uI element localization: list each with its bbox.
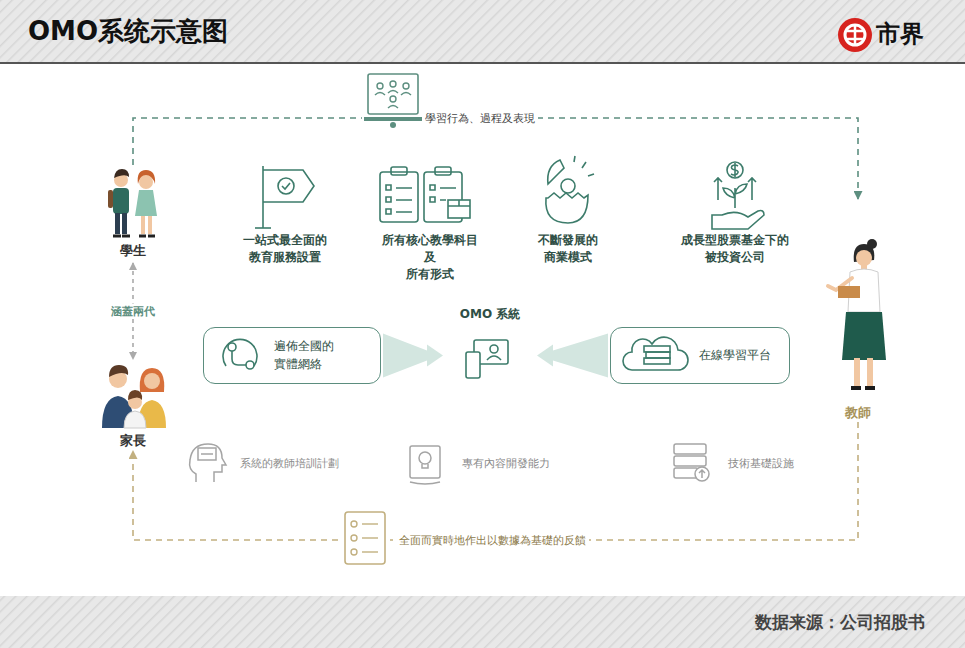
feature-label: 不斷發展的 商業模式 (493, 232, 643, 266)
header-rule (0, 62, 965, 64)
students-figure (108, 169, 157, 236)
feedback-loop (133, 118, 858, 199)
feedback-loop (133, 422, 858, 540)
parent-node: 家長 (100, 362, 166, 450)
omo-system: OMO 系統 (445, 306, 535, 390)
funnel-arrow (537, 334, 608, 378)
platform-box: 在線學習平台 (610, 327, 790, 384)
node-text: OMO 系統 (460, 306, 521, 323)
footer-band (0, 596, 965, 648)
source-caption: 数据来源：公司招股书 (755, 611, 925, 633)
parents-figure (102, 365, 166, 428)
node-text: 教師 (843, 404, 873, 422)
feature-label: 成長型股票基金下的 被投資公司 (650, 232, 820, 266)
text-line: 遍佈全國的 (274, 338, 334, 355)
text-line: 及 (345, 249, 515, 266)
connector-label: 涵蓋兩代 (108, 304, 158, 319)
connector-label: 全面而實時地作出以數據為基礎的反饋 (396, 533, 589, 548)
behaviour-icon (362, 70, 424, 130)
capability-icons (190, 444, 709, 484)
text-line: 不斷發展的 (493, 232, 643, 249)
text-line: 被投資公司 (650, 249, 820, 266)
header-band (0, 0, 965, 62)
capability-label: 技術基礎設施 (728, 455, 794, 472)
logo-text: 市界 (876, 19, 924, 49)
node-text: 遍佈全國的 實體網絡 (274, 338, 334, 373)
text-line: 教育服務設置 (200, 249, 370, 266)
student-node: 學生 (100, 165, 166, 260)
capability-label: 專有內容開發能力 (462, 455, 550, 472)
capability-label: 系統的教師培訓計劃 (240, 455, 339, 472)
network-box: 遍佈全國的 實體網絡 (203, 327, 381, 384)
feature-icons (223, 156, 764, 378)
connector-label: 學習行為、過程及表現 (422, 111, 538, 126)
text-line: 成長型股票基金下的 (650, 232, 820, 249)
funnel-arrow (383, 334, 443, 378)
feature-label: 一站式最全面的 教育服務設置 (200, 232, 370, 266)
logo-mark (838, 18, 872, 52)
text-line: 所有形式 (345, 266, 515, 283)
page-title: OMO系统示意图 (28, 15, 228, 47)
teacher-node: 教師 (818, 200, 898, 422)
feature-label: 所有核心教學科目 及 所有形式 (345, 232, 515, 283)
node-text: 學生 (118, 242, 148, 260)
teacher-figure (828, 239, 886, 388)
text-line: 所有核心教學科目 (345, 232, 515, 249)
node-text: 家長 (118, 432, 148, 450)
text-line: 商業模式 (493, 249, 643, 266)
feedback-icon (340, 508, 390, 568)
text-line: 一站式最全面的 (200, 232, 370, 249)
node-text: 在線學習平台 (699, 347, 771, 364)
text-line: 實體網絡 (274, 356, 334, 373)
